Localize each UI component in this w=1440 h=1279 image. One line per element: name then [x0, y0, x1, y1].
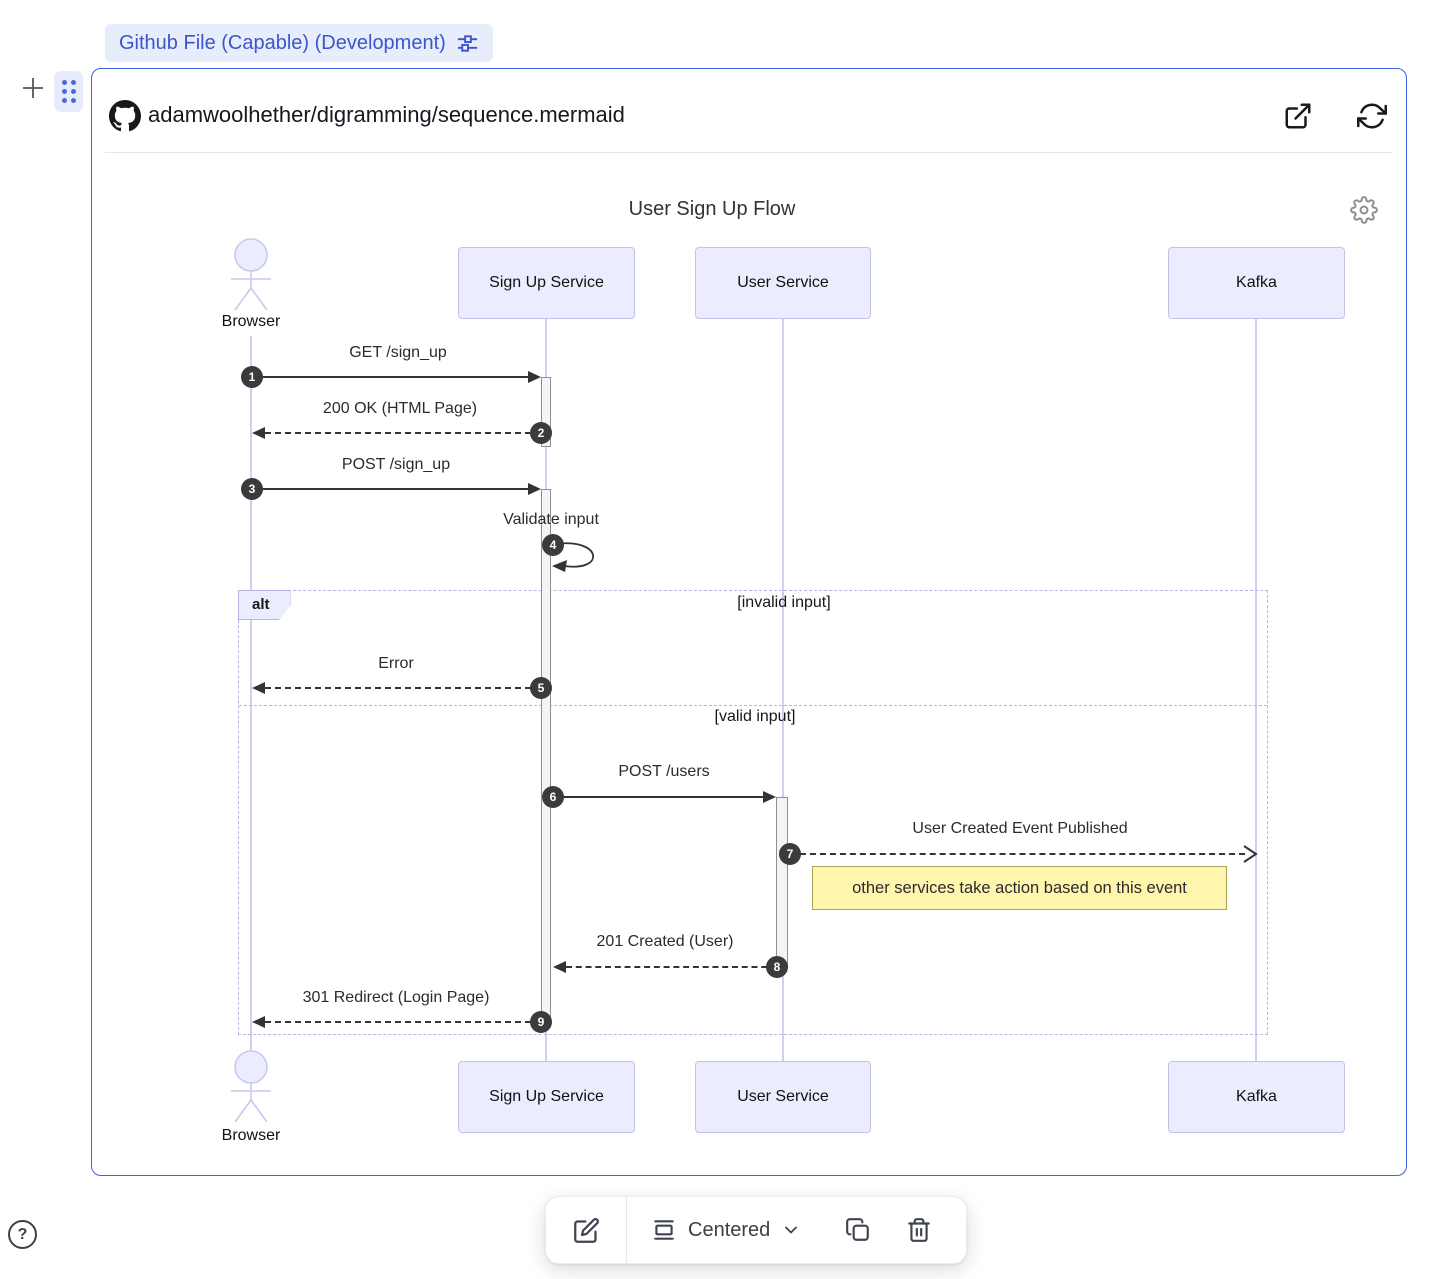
alt-condition-invalid: [invalid input] [737, 594, 831, 611]
header-divider [105, 152, 1393, 153]
edit-button[interactable] [546, 1197, 626, 1263]
message-label-9: 301 Redirect (Login Page) [302, 989, 490, 1006]
alignment-label: Centered [688, 1218, 771, 1241]
message-line-7 [790, 853, 1245, 855]
diagram-title: User Sign Up Flow [628, 198, 796, 220]
message-line-9 [265, 1021, 541, 1023]
add-block-button[interactable] [19, 74, 47, 102]
seq-num-5: 5 [530, 677, 552, 699]
duplicate-button[interactable] [827, 1197, 889, 1263]
message-label-2: 200 OK (HTML Page) [322, 400, 478, 417]
external-link-icon[interactable] [1283, 101, 1313, 131]
gear-icon[interactable] [1350, 196, 1378, 224]
participant-user-service-bottom: User Service [695, 1061, 871, 1133]
message-label-5: Error [378, 655, 414, 672]
arrowhead-3 [528, 483, 541, 495]
message-label-4: Validate input [503, 511, 599, 528]
actor-label-browser-bottom: Browser [221, 1127, 281, 1144]
block-type-label: Github File (Capable) (Development) [119, 31, 446, 54]
help-icon: ? [17, 1225, 28, 1243]
participant-kafka-top: Kafka [1168, 247, 1345, 319]
arrowhead-2 [252, 427, 265, 439]
delete-button[interactable] [889, 1197, 949, 1263]
activation-signup-1 [541, 377, 551, 447]
seq-num-8: 8 [766, 956, 788, 978]
participant-signup-service-bottom: Sign Up Service [458, 1061, 635, 1133]
activation-user-service [776, 797, 788, 967]
message-label-1: GET /sign_up [349, 344, 447, 361]
participant-kafka-bottom: Kafka [1168, 1061, 1345, 1133]
lifeline-kafka [1255, 319, 1257, 1061]
arrowhead-5 [252, 682, 265, 694]
seq-num-6: 6 [542, 786, 564, 808]
copy-icon [845, 1217, 871, 1243]
seq-num-2: 2 [530, 422, 552, 444]
seq-num-3: 3 [241, 478, 263, 500]
help-button[interactable]: ? [8, 1220, 37, 1249]
note-box: other services take action based on this… [812, 866, 1227, 910]
toolbar-divider [626, 1197, 627, 1263]
arrowhead-1 [528, 371, 541, 383]
block-type-chip[interactable]: Github File (Capable) (Development) [105, 24, 493, 62]
alignment-dropdown[interactable]: Centered [627, 1197, 827, 1263]
repo-file-path: adamwoolhether/digramming/sequence.merma… [148, 102, 625, 127]
actor-figure-browser-top [219, 238, 283, 312]
message-line-3 [252, 488, 529, 490]
edit-icon [573, 1217, 600, 1244]
message-line-8 [566, 966, 777, 968]
message-line-6 [553, 796, 764, 798]
self-loop-arrow [548, 536, 612, 576]
message-line-1 [252, 376, 529, 378]
participant-signup-service-top: Sign Up Service [458, 247, 635, 319]
github-logo [109, 100, 141, 132]
seq-num-1: 1 [241, 366, 263, 388]
arrowhead-6 [763, 791, 776, 803]
message-label-8: 201 Created (User) [596, 933, 734, 950]
arrowhead-8 [553, 961, 566, 973]
seq-num-9: 9 [530, 1011, 552, 1033]
message-label-7: User Created Event Published [912, 820, 1128, 837]
participant-user-service-top: User Service [695, 247, 871, 319]
drag-handle[interactable] [54, 71, 83, 112]
arrowhead-9 [252, 1016, 265, 1028]
alt-frame [238, 590, 1268, 1035]
refresh-icon[interactable] [1357, 101, 1387, 131]
seq-num-7: 7 [779, 843, 801, 865]
alt-condition-valid: [valid input] [714, 708, 796, 725]
seq-num-4: 4 [542, 534, 564, 556]
align-centered-icon [651, 1217, 677, 1243]
actor-label-browser-top: Browser [221, 313, 281, 330]
message-line-5 [265, 687, 541, 689]
alt-frame-divider [239, 705, 1267, 706]
block-toolbar: Centered [545, 1196, 967, 1264]
chevron-down-icon [781, 1220, 801, 1240]
lifeline-user-service [782, 319, 784, 1061]
message-label-6: POST /users [618, 763, 710, 780]
actor-figure-browser-bottom [219, 1050, 283, 1124]
arrowhead-7-open [1242, 844, 1258, 864]
trash-icon [906, 1217, 932, 1243]
alt-frame-label: alt [238, 590, 291, 620]
drag-handle-dots-icon [61, 80, 76, 103]
message-line-2 [265, 432, 541, 434]
lifeline-browser [250, 336, 252, 1052]
sliders-icon [456, 32, 479, 55]
message-label-3: POST /sign_up [341, 456, 451, 473]
